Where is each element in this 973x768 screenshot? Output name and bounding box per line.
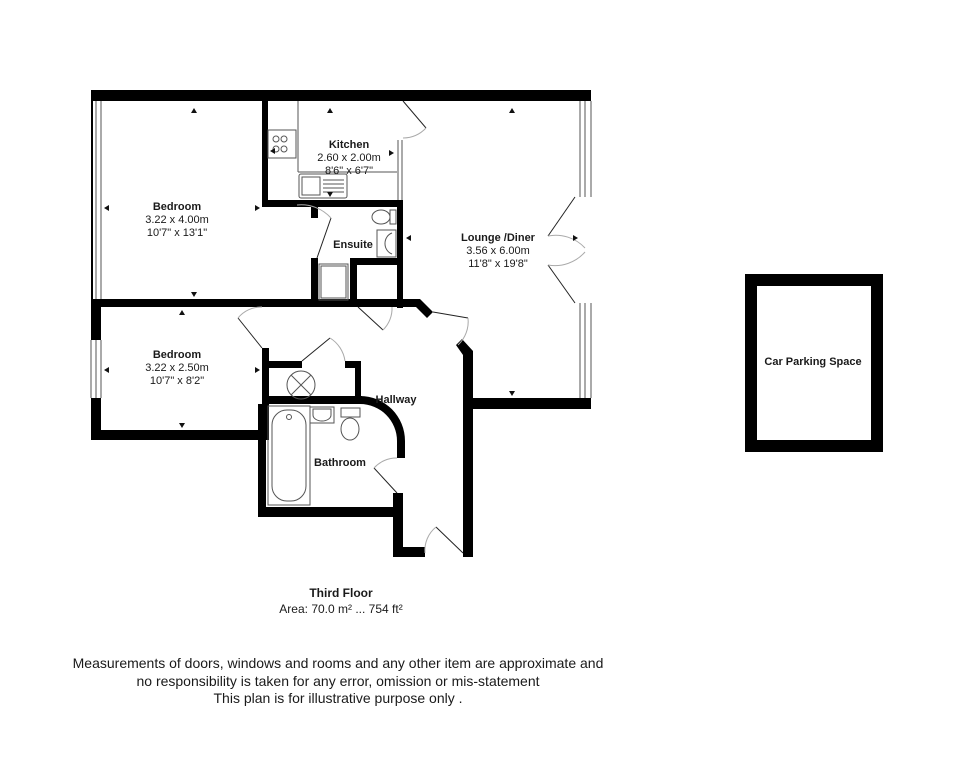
- parking-space-interior: [757, 286, 871, 440]
- room-label-ensuite: Ensuite: [333, 239, 373, 251]
- room-label-bathroom: Bathroom: [314, 457, 366, 469]
- hob-icon: [267, 129, 297, 159]
- fixtures: [267, 101, 397, 506]
- disclaimer-line-1: Measurements of doors, windows and rooms…: [72, 655, 604, 671]
- room-label-bedroom-2: Bedroom 3.22 x 2.50m 10'7" x 8'2": [145, 349, 209, 388]
- windows: [90, 101, 592, 398]
- boiler-icon: [286, 370, 316, 400]
- toilet-icon: [371, 209, 391, 225]
- room-label-hallway: Hallway: [375, 394, 417, 406]
- disclaimer: Measurements of doors, windows and rooms…: [73, 655, 604, 708]
- floor-summary: Third Floor Area: 70.0 m² ... 754 ft²: [279, 586, 402, 617]
- bathroom-basin-icon: [309, 406, 335, 424]
- room-label-kitchen: Kitchen 2.60 x 2.00m 8'6" x 6'7": [317, 139, 381, 178]
- doors: [237, 100, 586, 554]
- room-label-bedroom-1: Bedroom 3.22 x 4.00m 10'7" x 13'1": [145, 201, 209, 240]
- floor-title: Third Floor: [309, 586, 373, 600]
- floor-area: Area: 70.0 m² ... 754 ft²: [279, 601, 403, 616]
- room-label-lounge-diner: Lounge /Diner 3.56 x 6.00m 11'8" x 19'8": [461, 232, 535, 271]
- sink-icon: [298, 173, 348, 199]
- measurement-markers: [104, 108, 578, 428]
- shower-icon: [318, 263, 349, 301]
- bath-icon: [267, 405, 311, 506]
- disclaimer-line-2: no responsibility is taken for any error…: [136, 672, 540, 689]
- disclaimer-line-3: This plan is for illustrative purpose on…: [213, 690, 463, 706]
- parking-label: Car Parking Space: [764, 356, 862, 368]
- basin-icon: [376, 229, 397, 258]
- bathroom-toilet-icon: [340, 407, 361, 418]
